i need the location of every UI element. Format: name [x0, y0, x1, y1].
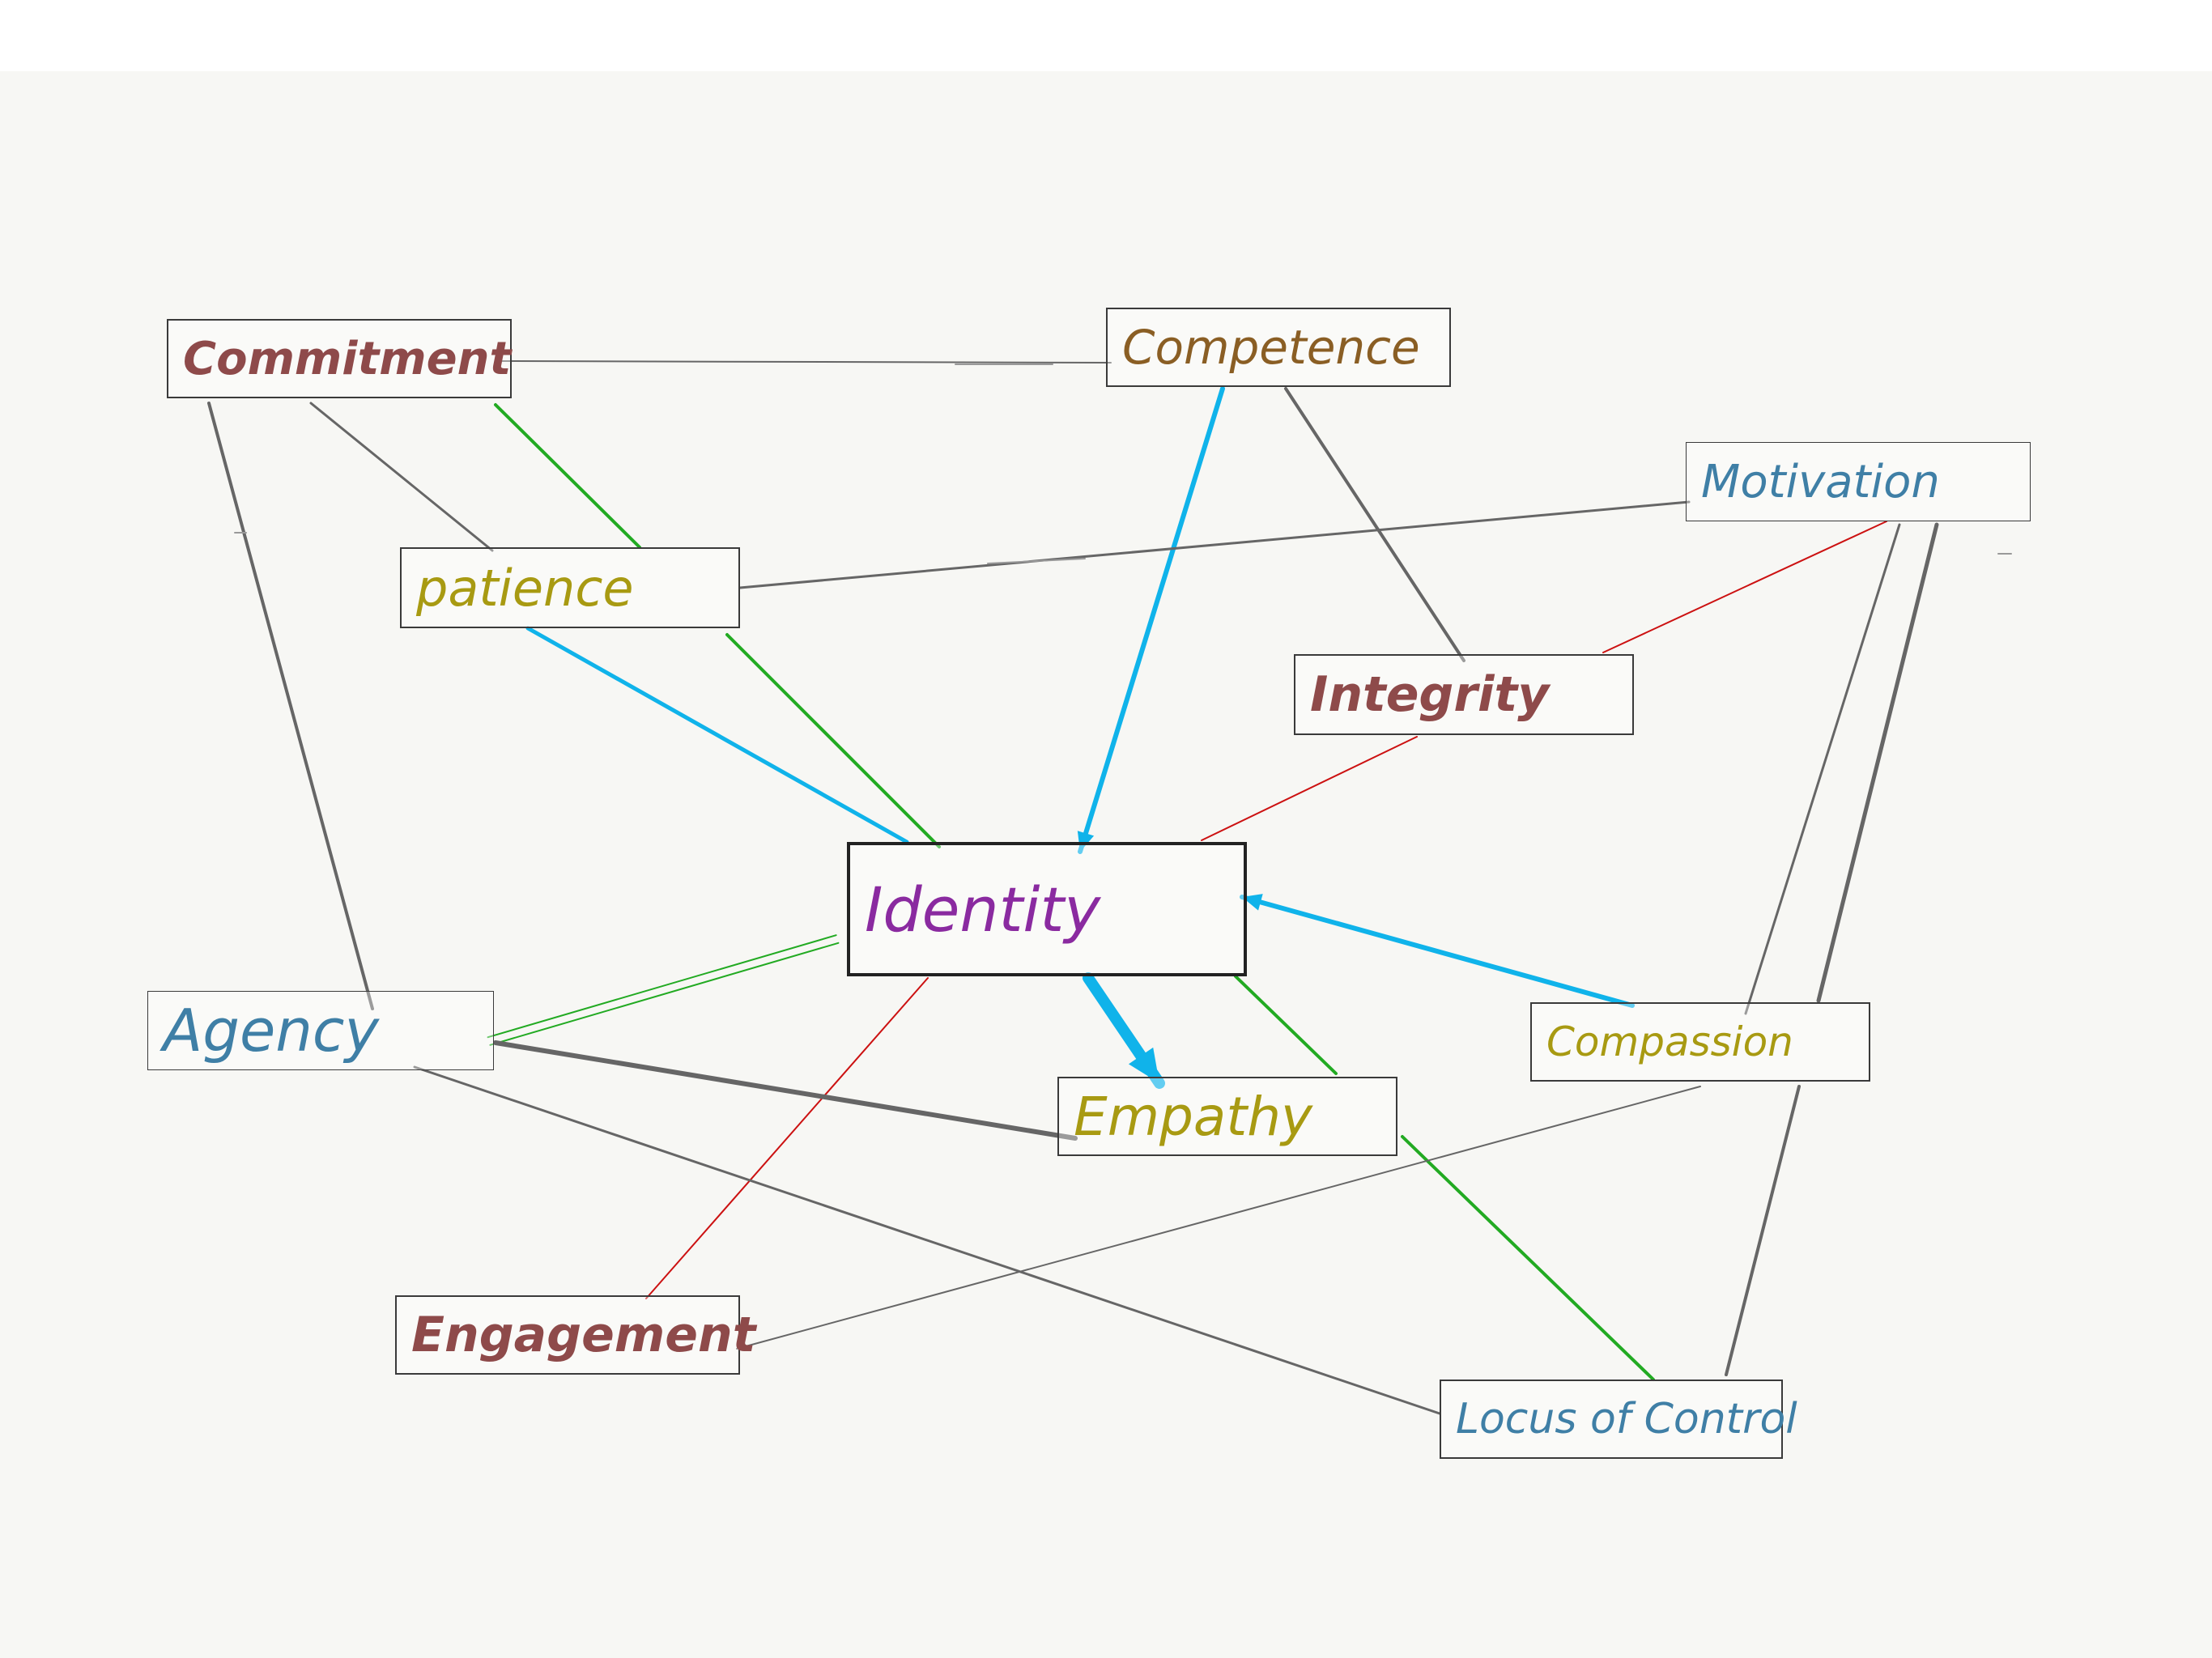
edge-commitment-patience	[309, 402, 494, 552]
edge-patience-identity	[725, 633, 941, 848]
node-agency[interactable]: Agency	[147, 991, 494, 1070]
node-engagement[interactable]: Engagement	[395, 1295, 755, 1375]
edge-motivation-integrity	[1602, 521, 1887, 653]
edge-identity-agency-a	[487, 934, 837, 1039]
node-identity-label: Identity	[865, 873, 1101, 946]
edge-identity-engagement	[645, 977, 929, 1299]
edge-agency-locus	[413, 1065, 1441, 1415]
node-compassion-label: Compassion	[1546, 1018, 1793, 1065]
node-compassion[interactable]: Compassion	[1530, 1002, 1870, 1082]
node-patience-label: patience	[416, 558, 634, 618]
node-integrity-label: Integrity	[1310, 666, 1550, 723]
edge-competence-identity	[1078, 386, 1225, 854]
edge-commitment-patience	[494, 403, 641, 549]
node-engagement-label: Engagement	[411, 1307, 756, 1363]
node-empathy-label: Empathy	[1074, 1085, 1313, 1148]
node-identity[interactable]: Identity	[847, 842, 1247, 976]
edge-motivation-patience	[738, 500, 1691, 589]
edge-agency-empathy	[493, 1040, 1078, 1141]
node-competence[interactable]: Competence	[1106, 308, 1451, 387]
edge-identity-empathy	[1234, 975, 1338, 1075]
node-motivation-label: Motivation	[1701, 455, 1940, 508]
edge-identity-agency-b	[489, 942, 840, 1046]
node-patience[interactable]: patience	[400, 547, 740, 628]
node-commitment-label: Commitment	[183, 332, 512, 385]
edge-empathy-locus	[1401, 1135, 1655, 1381]
edge-competence-integrity	[1284, 387, 1465, 662]
node-locus-label: Locus of Control	[1456, 1395, 1797, 1443]
edge-commitment-agency	[207, 402, 374, 1010]
stray-mark-3	[987, 558, 1086, 564]
edge-integrity-identity	[1201, 736, 1418, 841]
edge-patience-identity	[525, 626, 909, 844]
edge-motivation-compassion	[1744, 523, 1901, 1015]
edge-competence-identity-arrowhead	[1077, 831, 1095, 852]
node-commitment[interactable]: Commitment	[167, 319, 512, 398]
edge-compassion-locus	[1725, 1085, 1801, 1376]
edge-identity-empathy-arrowhead	[1128, 1047, 1159, 1083]
node-motivation[interactable]: Motivation	[1686, 442, 2031, 521]
node-locus-of-control[interactable]: Locus of Control	[1440, 1380, 1797, 1459]
node-agency-label: Agency	[163, 997, 380, 1065]
edge-commitment-competence	[501, 360, 1112, 363]
edge-compassion-identity-arrowhead	[1242, 894, 1263, 911]
edge-compassion-identity	[1240, 895, 1635, 1008]
node-integrity[interactable]: Integrity	[1294, 654, 1634, 735]
node-competence-label: Competence	[1122, 320, 1420, 375]
node-empathy[interactable]: Empathy	[1057, 1077, 1397, 1156]
edge-compassion-engagement	[736, 1086, 1701, 1350]
edge-motivation-compassion	[1816, 522, 1939, 1003]
